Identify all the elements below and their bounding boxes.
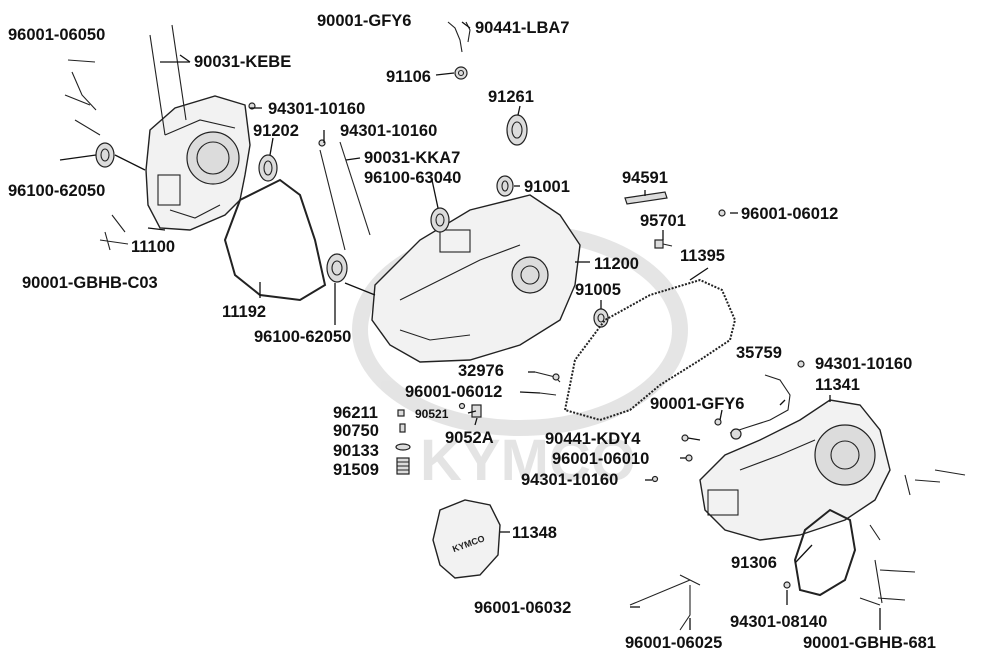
screw-96001-06012-a bbox=[718, 209, 726, 217]
bearing-96100-63040 bbox=[430, 207, 450, 233]
crankcase-right bbox=[371, 194, 581, 363]
seal-91106 bbox=[454, 66, 468, 80]
label-96211: 96211 bbox=[333, 404, 378, 422]
label-94301-10160-b: 94301-10160 bbox=[340, 122, 437, 140]
part-labels: 96001-06050 90031-KEBE 90001-GFY6 90441-… bbox=[8, 12, 936, 652]
bolts-96001-06032 bbox=[629, 574, 701, 631]
label-9052A: 9052A bbox=[445, 429, 494, 447]
bearing-left bbox=[95, 142, 115, 168]
label-90001-GBHB-C03: 90001-GBHB-C03 bbox=[22, 274, 158, 292]
label-91202: 91202 bbox=[253, 122, 299, 140]
label-96100-63040: 96100-63040 bbox=[364, 169, 461, 187]
label-90031-KEBE: 90031-KEBE bbox=[194, 53, 291, 71]
label-11341: 11341 bbox=[815, 376, 860, 394]
label-90441-KDY4: 90441-KDY4 bbox=[545, 430, 641, 448]
label-11192: 11192 bbox=[222, 303, 266, 321]
screw-94301-c bbox=[797, 360, 805, 368]
watermark-text: KYMCO bbox=[420, 428, 636, 493]
leader-lines bbox=[59, 21, 881, 630]
label-91306: 91306 bbox=[731, 554, 777, 572]
label-94301-08140: 94301-08140 bbox=[730, 613, 827, 631]
label-91001: 91001 bbox=[524, 178, 570, 196]
seal-91261 bbox=[506, 114, 528, 146]
label-90750: 90750 bbox=[333, 422, 379, 440]
cover-11341 bbox=[699, 399, 891, 541]
label-94301-10160-a: 94301-10160 bbox=[268, 100, 365, 118]
label-11395: 11395 bbox=[680, 247, 725, 265]
label-90133: 90133 bbox=[333, 442, 379, 460]
label-96001-06012-a: 96001-06012 bbox=[741, 205, 838, 223]
label-90031-KKA7: 90031-KKA7 bbox=[364, 149, 460, 167]
bolt-95701 bbox=[654, 239, 673, 249]
label-96001-06010: 96001-06010 bbox=[552, 450, 649, 468]
cover-11348: KYMCO bbox=[432, 499, 501, 579]
sensor-connector bbox=[730, 428, 742, 440]
bolt-clip-top bbox=[447, 21, 471, 53]
label-32976: 32976 bbox=[458, 362, 504, 380]
label-94591: 94591 bbox=[622, 169, 668, 187]
gasket-11395 bbox=[563, 278, 737, 422]
label-90001-GFY6-b: 90001-GFY6 bbox=[650, 395, 744, 413]
screw-96001-06012-b bbox=[539, 392, 557, 396]
label-96001-06050: 96001-06050 bbox=[8, 26, 105, 44]
studs-90031-kka7 bbox=[319, 141, 371, 251]
label-94301-10160-d: 94301-10160 bbox=[521, 471, 618, 489]
seal-91001 bbox=[496, 175, 514, 197]
studs-90031-kebe bbox=[149, 24, 187, 136]
label-90001-GBHB-681: 90001-GBHB-681 bbox=[803, 634, 936, 652]
label-11348: 11348 bbox=[512, 524, 557, 542]
bolts-90001-gbhb-681 bbox=[859, 469, 966, 606]
label-95701: 95701 bbox=[640, 212, 686, 230]
crankcase-left bbox=[145, 95, 251, 231]
screw-94301-08140 bbox=[783, 581, 791, 589]
bearing-right bbox=[326, 253, 348, 283]
label-91509: 91509 bbox=[333, 461, 379, 479]
bolts-96001-06050 bbox=[64, 59, 101, 136]
label-90001-GFY6-top: 90001-GFY6 bbox=[317, 12, 411, 30]
plate-94591 bbox=[624, 191, 668, 205]
label-35759: 35759 bbox=[736, 344, 782, 362]
label-96100-62050-b: 96100-62050 bbox=[254, 328, 351, 346]
label-11100: 11100 bbox=[131, 238, 175, 256]
seal-91202 bbox=[258, 154, 278, 182]
label-94301-10160-c: 94301-10160 bbox=[815, 355, 912, 373]
bolts-90001-gbhb-c03 bbox=[99, 214, 129, 251]
wire-35759 bbox=[729, 374, 791, 434]
label-90521: 90521 bbox=[415, 407, 449, 421]
label-96100-62050-a: 96100-62050 bbox=[8, 182, 105, 200]
label-91106: 91106 bbox=[386, 68, 431, 86]
gasket-11192 bbox=[223, 178, 327, 302]
label-11200: 11200 bbox=[594, 255, 639, 273]
seal-91005 bbox=[593, 308, 609, 328]
label-90441-LBA7: 90441-LBA7 bbox=[475, 19, 569, 37]
label-96001-06012-b: 96001-06012 bbox=[405, 383, 502, 401]
label-91005: 91005 bbox=[575, 281, 621, 299]
gasket-91306 bbox=[793, 508, 857, 597]
label-96001-06025: 96001-06025 bbox=[625, 634, 722, 652]
label-96001-06032: 96001-06032 bbox=[474, 599, 571, 617]
small-parts-drain bbox=[395, 402, 482, 475]
label-91261: 91261 bbox=[488, 88, 534, 106]
fitting-32976 bbox=[534, 371, 561, 383]
